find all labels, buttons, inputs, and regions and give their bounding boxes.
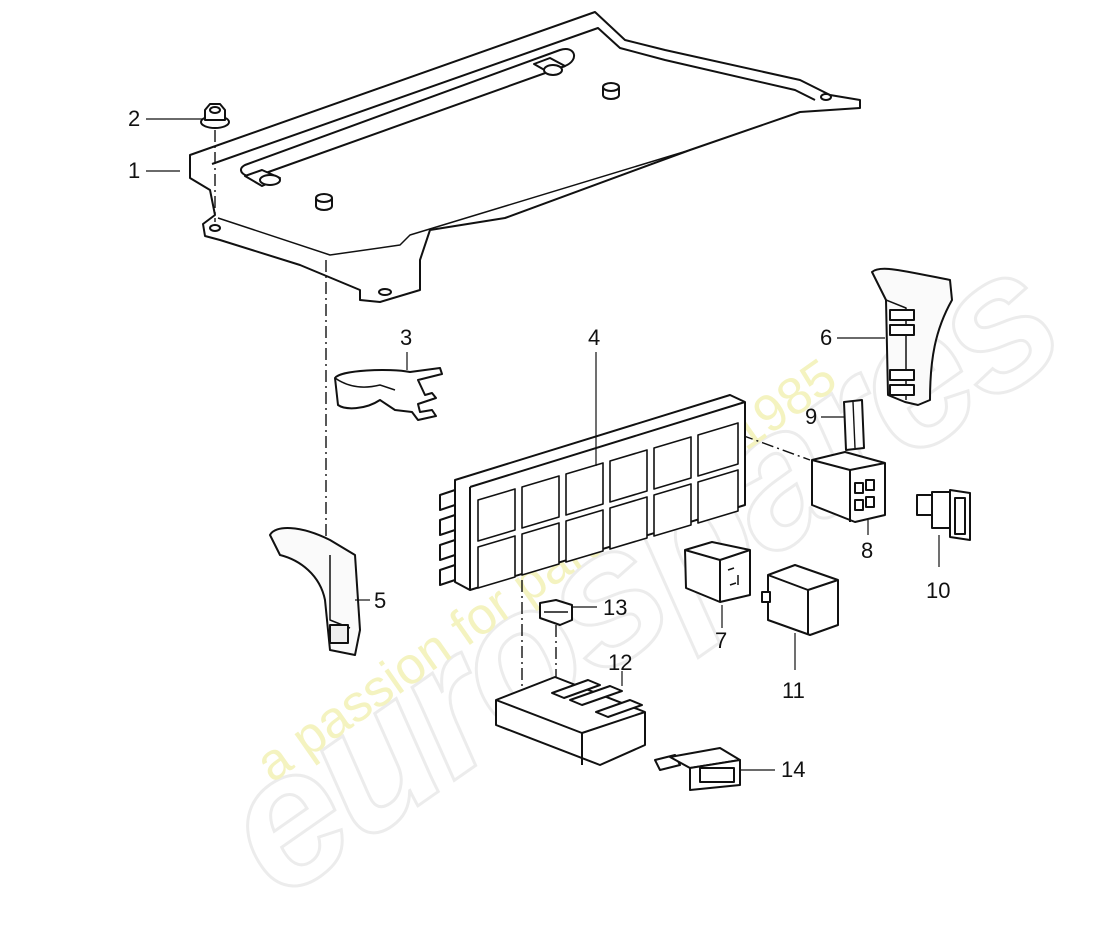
fuse-strip-part xyxy=(843,399,865,451)
parts-diagram: eurospares a passion for parts since 198… xyxy=(128,11,1095,938)
fuse-holder-part xyxy=(495,676,646,766)
callout-12: 12 xyxy=(608,650,633,675)
relay-base-connector-part xyxy=(811,451,886,523)
fuse-14-part xyxy=(654,747,741,791)
callout-2: 2 xyxy=(128,106,141,131)
bracket-plate-part xyxy=(189,11,861,303)
flange-nut-part xyxy=(200,103,230,129)
cable-clip-holder-part xyxy=(334,367,443,421)
callout-3: 3 xyxy=(400,325,413,350)
clip-part xyxy=(539,599,573,626)
drawing xyxy=(146,11,971,791)
side-cover-right-part xyxy=(871,267,953,406)
relay-socket-part xyxy=(684,541,751,603)
callout-7: 7 xyxy=(715,628,728,653)
callout-10: 10 xyxy=(926,578,951,603)
callout-9: 9 xyxy=(805,404,818,429)
callout-8: 8 xyxy=(861,538,874,563)
callout-6: 6 xyxy=(820,325,833,350)
callout-14: 14 xyxy=(781,757,806,782)
callout-5: 5 xyxy=(374,588,387,613)
callout-13: 13 xyxy=(603,595,628,620)
callout-11: 11 xyxy=(782,678,805,703)
relay-carrier-part xyxy=(439,394,746,591)
callout-1: 1 xyxy=(128,158,141,183)
fuse-10-part xyxy=(916,489,971,541)
relay-part xyxy=(761,564,839,636)
side-cover-left-part xyxy=(269,527,361,656)
callout-4: 4 xyxy=(588,325,601,350)
